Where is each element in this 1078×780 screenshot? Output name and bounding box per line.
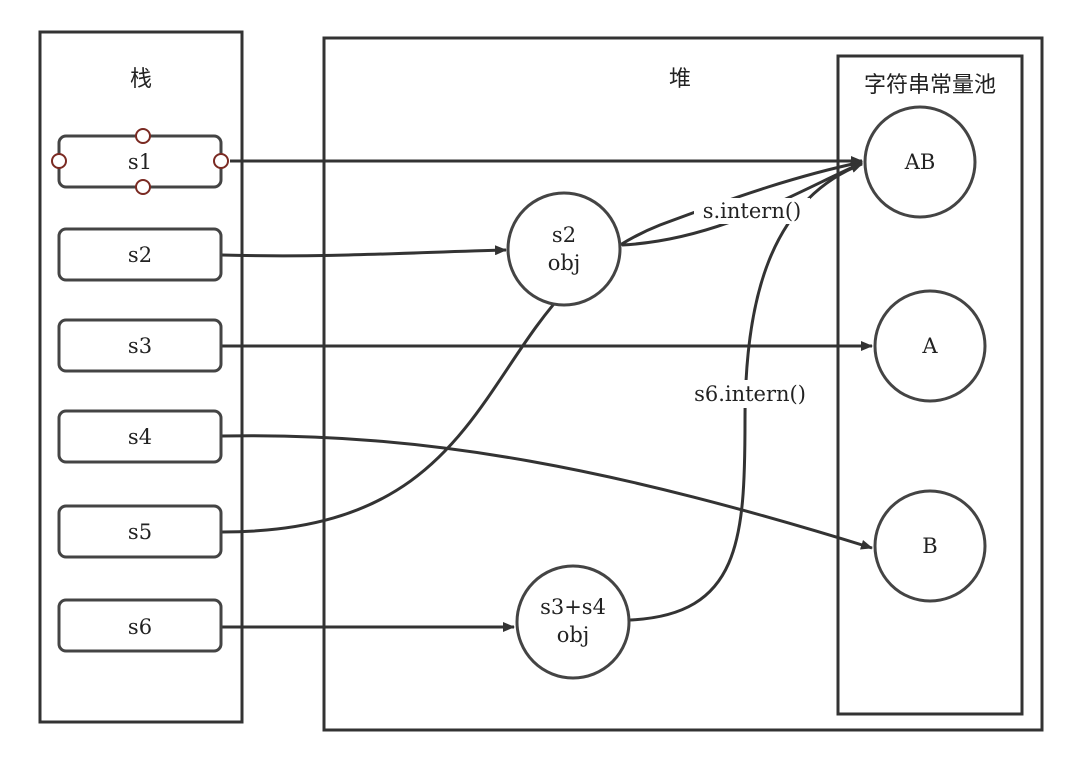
heap-title: 堆 <box>669 67 691 92</box>
selection-handle-left[interactable] <box>51 153 67 169</box>
stack-var-label: s5 <box>128 520 152 544</box>
stack-var-s3[interactable]: s3 <box>57 318 223 373</box>
pool-constant-label: A <box>921 334 938 358</box>
stack-var-s1[interactable]: s1 <box>51 128 229 195</box>
pool-constant-node[interactable] <box>873 489 987 603</box>
stack-var-box[interactable] <box>57 598 223 653</box>
stack-var-s4[interactable]: s4 <box>57 409 223 464</box>
heap-object-line-2: obj <box>548 251 581 275</box>
pool-constant-b[interactable]: B <box>873 489 987 603</box>
stack-var-box[interactable] <box>57 227 223 282</box>
stack-var-s6[interactable]: s6 <box>57 598 223 653</box>
stack-var-s2[interactable]: s2 <box>57 227 223 282</box>
stack-var-label: s3 <box>128 334 152 358</box>
pool-constant-label: B <box>922 534 937 558</box>
heap-object-line-1: s2 <box>552 223 576 247</box>
stack-title: 栈 <box>130 67 152 92</box>
heap-object-line-1: s3+s4 <box>540 595 606 619</box>
heap-object-node[interactable] <box>506 191 622 307</box>
arrow-s4-to-b <box>221 434 873 550</box>
stack-var-label: s4 <box>128 425 152 449</box>
selection-handle-top[interactable] <box>135 128 151 144</box>
arrow-s2-to-s2-obj <box>221 245 507 258</box>
heap-object-s3s4[interactable]: s3+s4 obj <box>515 564 631 680</box>
stack-var-label: s1 <box>128 150 152 174</box>
s6-intern-label: s6.intern() <box>694 382 806 406</box>
stack-var-label: s2 <box>128 243 152 267</box>
s6-intern-label-bg <box>690 380 810 408</box>
selection-handle-right[interactable] <box>213 153 229 169</box>
stack-var-label: s6 <box>128 615 152 639</box>
s2-intern-label-bg <box>694 198 810 224</box>
stack-var-box[interactable] <box>57 318 223 373</box>
pool-constant-node[interactable] <box>873 289 987 403</box>
string-pool-title: 字符串常量池 <box>864 73 996 98</box>
pool-constant-label: AB <box>904 150 936 174</box>
heap-object-node[interactable] <box>515 564 631 680</box>
pool-constant-node[interactable] <box>863 105 977 219</box>
stack-var-box[interactable] <box>57 504 223 559</box>
selection-handle-bottom[interactable] <box>135 179 151 195</box>
pool-constant-a[interactable]: A <box>873 289 987 403</box>
stack-var-s5[interactable]: s5 <box>57 504 223 559</box>
heap-object-s2[interactable]: s2 obj <box>506 191 622 307</box>
s2-intern-label: s.intern() <box>703 199 802 223</box>
stack-var-box[interactable] <box>57 409 223 464</box>
pool-constant-ab[interactable]: AB <box>863 105 977 219</box>
heap-object-line-2: obj <box>557 623 590 647</box>
